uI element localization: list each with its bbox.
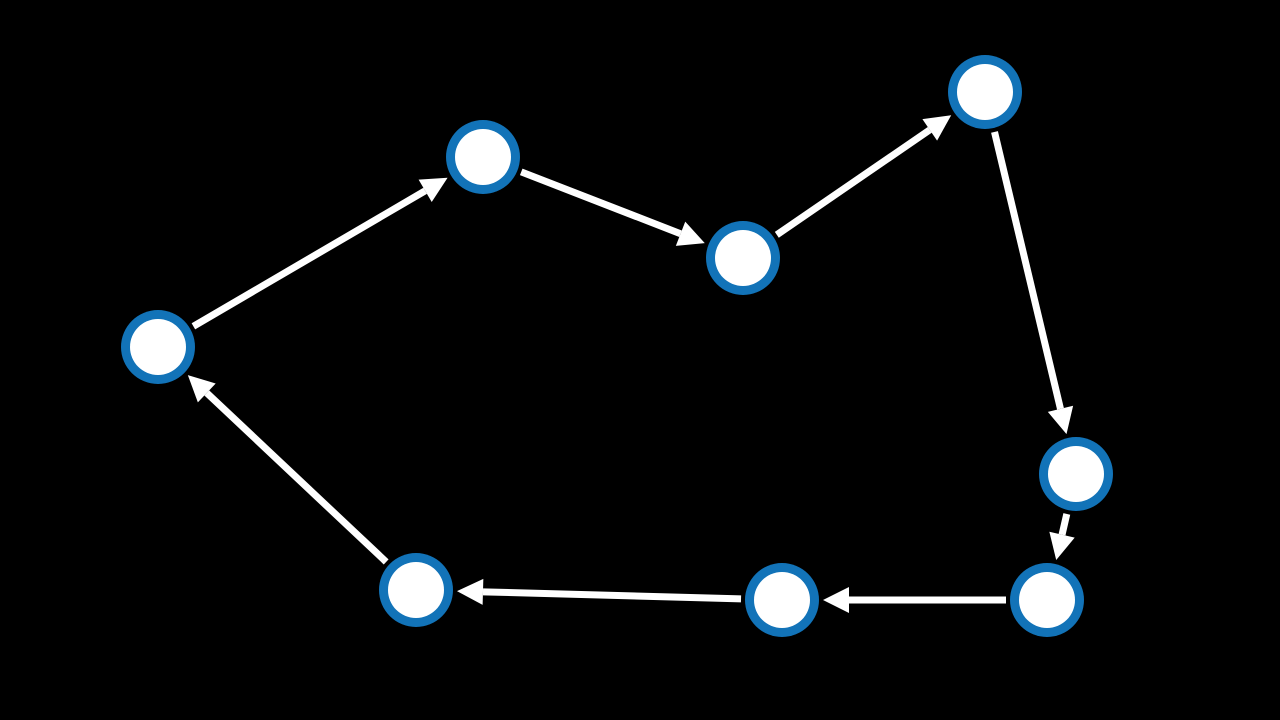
edge-shaft: [774, 127, 932, 238]
edge-arrowhead: [823, 587, 849, 613]
edge-arrowhead: [922, 115, 952, 141]
node-core: [1048, 446, 1104, 502]
edge-shaft: [1058, 513, 1071, 536]
node-core: [957, 64, 1013, 120]
edge-shaft: [191, 187, 427, 330]
graph-edge[interactable]: [519, 168, 705, 246]
graph-node[interactable]: [121, 310, 195, 384]
graph-node[interactable]: [1010, 563, 1084, 637]
node-layer: [121, 55, 1113, 637]
edge-arrowhead: [456, 578, 484, 605]
graph-node[interactable]: [948, 55, 1022, 129]
node-core: [1019, 572, 1075, 628]
graph-edge[interactable]: [191, 177, 448, 330]
graph-edge[interactable]: [187, 375, 389, 565]
edge-arrowhead: [1047, 405, 1074, 435]
edge-shaft: [991, 131, 1064, 410]
node-core: [388, 562, 444, 618]
edge-arrowhead: [1049, 531, 1075, 561]
edge-shaft: [204, 390, 389, 565]
graph-edge[interactable]: [823, 587, 1006, 613]
node-core: [455, 129, 511, 185]
graph-edge[interactable]: [774, 115, 952, 238]
node-core: [130, 319, 186, 375]
graph-edge[interactable]: [1049, 513, 1075, 561]
edge-layer: [187, 115, 1075, 613]
graph-node[interactable]: [745, 563, 819, 637]
edge-arrowhead: [418, 177, 448, 203]
node-core: [715, 230, 771, 286]
graph-edge[interactable]: [991, 131, 1074, 435]
graph-node[interactable]: [379, 553, 453, 627]
edge-arrowhead: [187, 375, 216, 403]
graph-node[interactable]: [1039, 437, 1113, 511]
graph-edge[interactable]: [456, 578, 742, 605]
graph-node[interactable]: [446, 120, 520, 194]
edge-shaft: [482, 588, 742, 603]
graph-node[interactable]: [706, 221, 780, 295]
edge-shaft: [519, 168, 682, 238]
edge-arrowhead: [675, 221, 705, 246]
node-core: [754, 572, 810, 628]
